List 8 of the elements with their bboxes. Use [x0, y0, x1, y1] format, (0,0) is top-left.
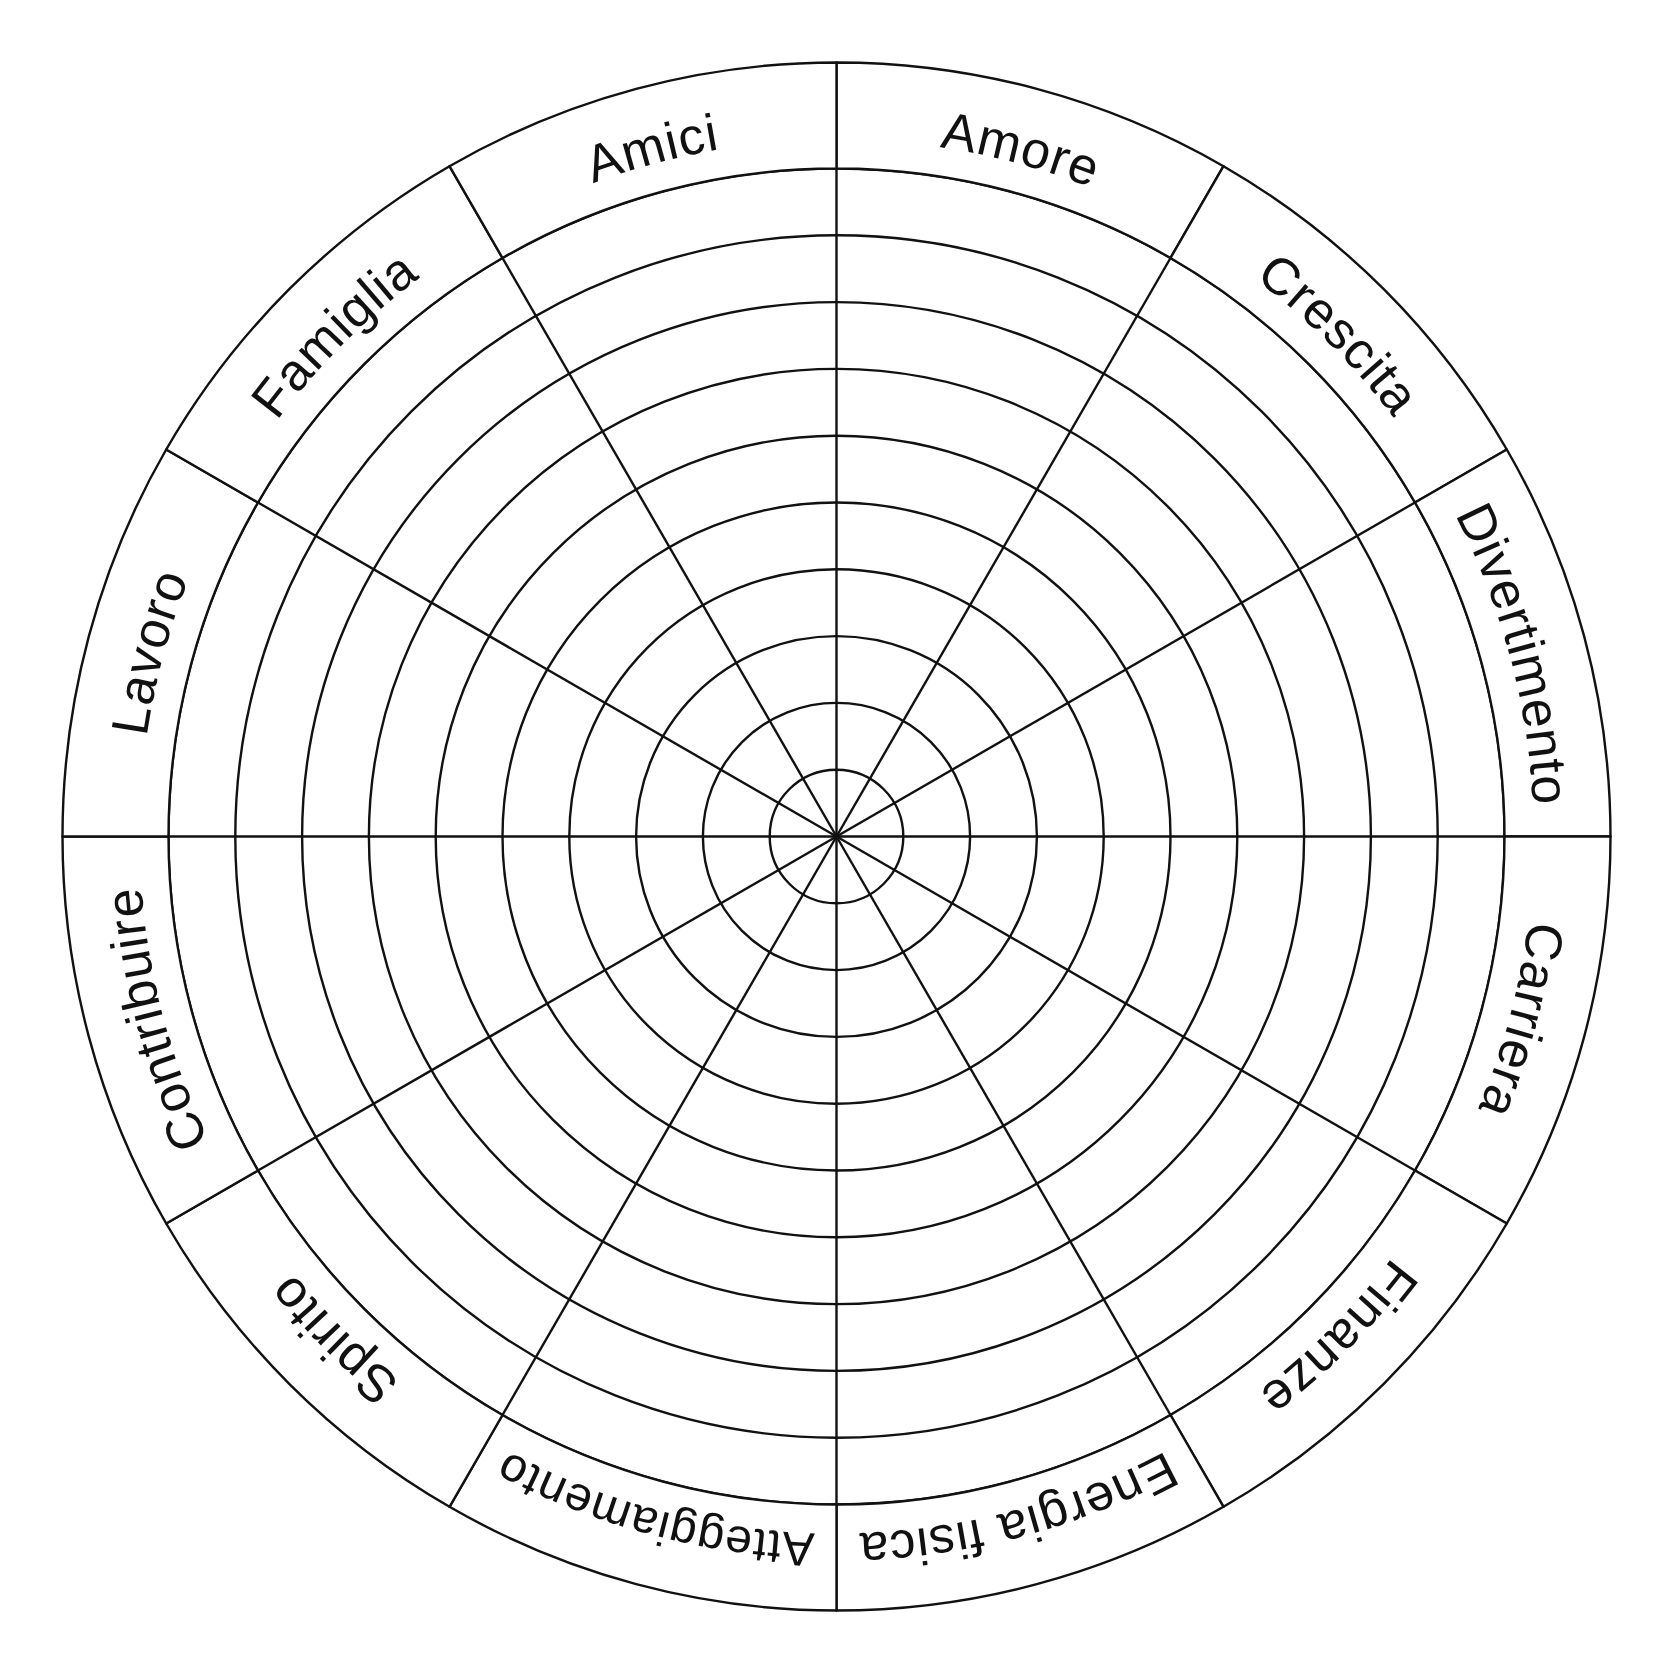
- category-segment: [448, 61, 838, 260]
- category-segment: [61, 448, 260, 838]
- category-segment: [835, 61, 1225, 260]
- category-segment: [448, 1413, 838, 1612]
- category-label: Amici: [577, 102, 723, 194]
- category-segment: [835, 1413, 1225, 1612]
- category-label: Amore: [937, 100, 1109, 199]
- category-segment: [1413, 835, 1612, 1225]
